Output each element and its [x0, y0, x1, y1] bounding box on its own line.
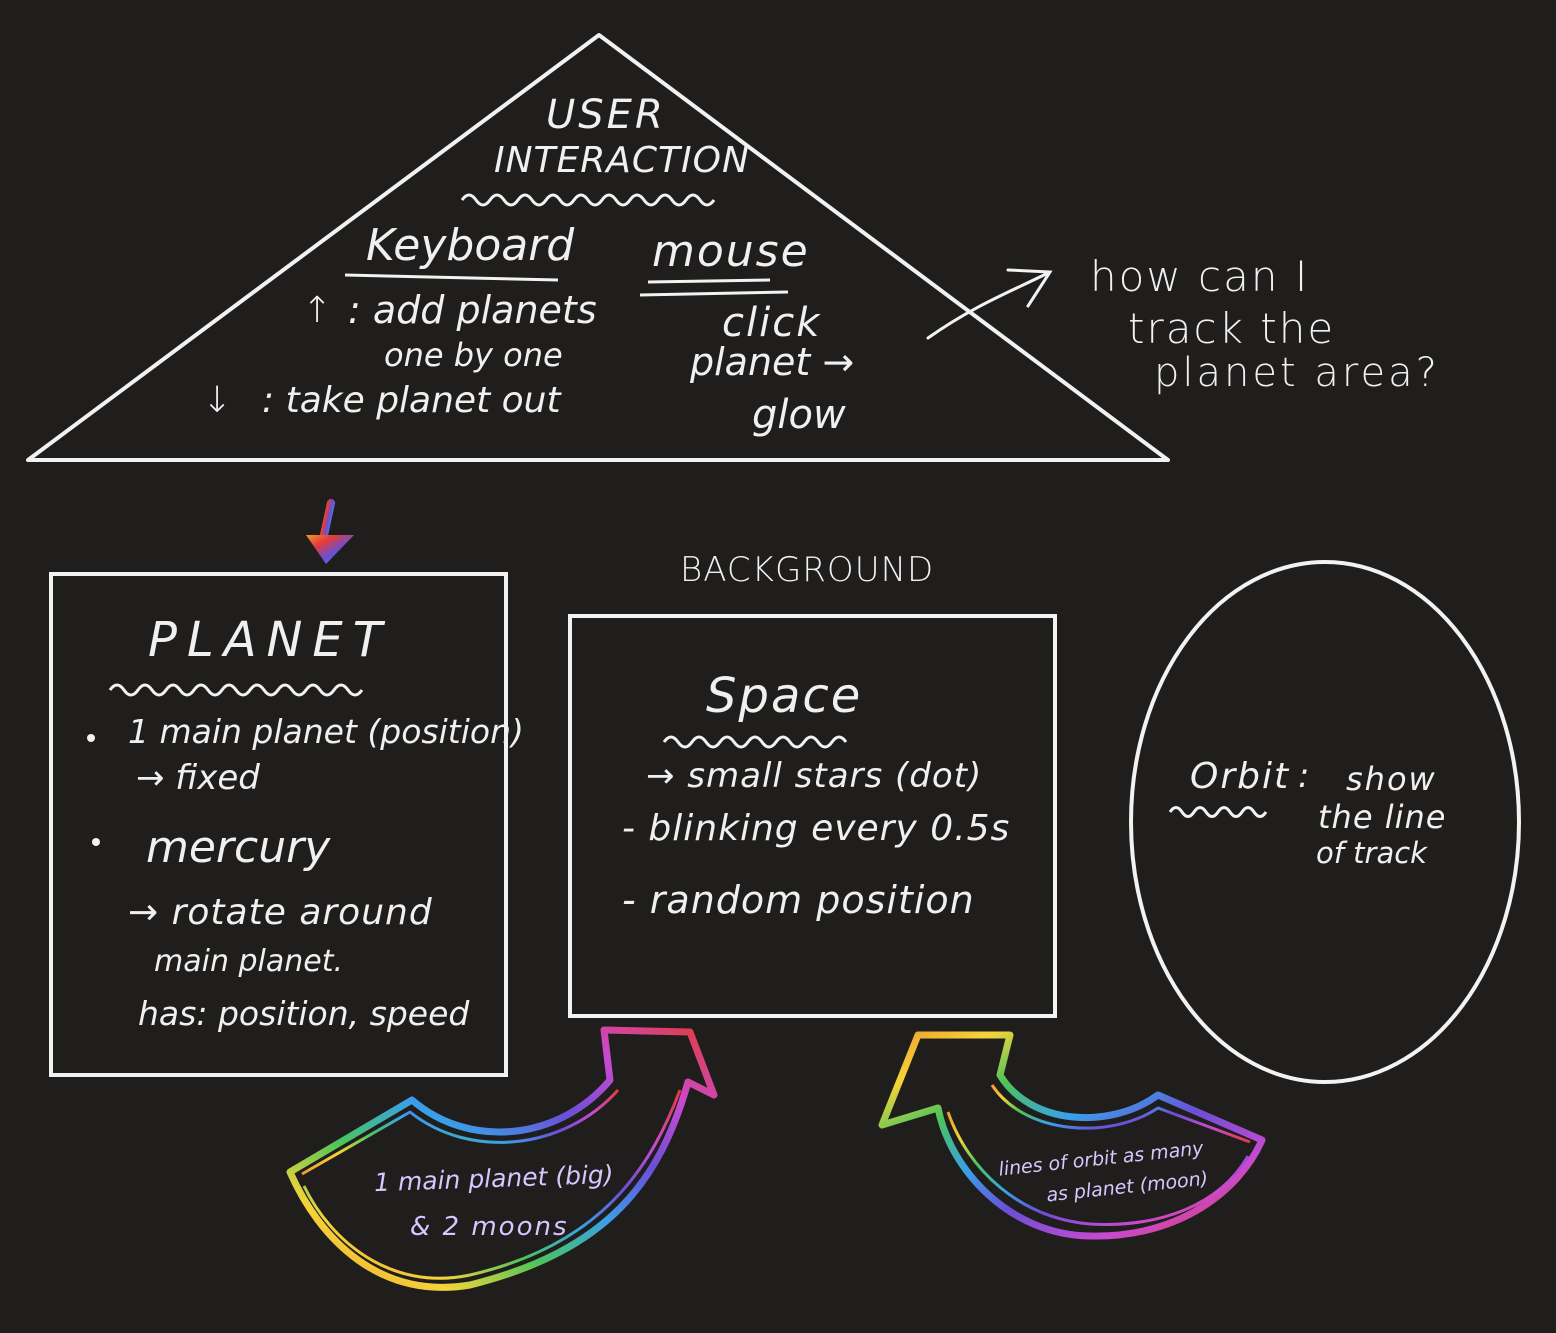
background-box [568, 614, 1057, 1018]
orbit-text-line3: of track [1316, 836, 1427, 870]
left-rainbow-arrow [286, 1026, 718, 1291]
mouse-line3: glow [752, 392, 846, 438]
keyboard-down-glyph: ↓ [202, 380, 233, 421]
space-squiggle [662, 735, 848, 749]
mouse-line2: planet → [690, 340, 855, 384]
right-rainbow-arrow [878, 1031, 1266, 1240]
planet-bullet1-sub: → fixed [136, 758, 260, 798]
mouse-underline-2 [639, 290, 789, 297]
mouse-heading: mouse [652, 226, 810, 277]
bullet-dot [92, 838, 100, 846]
planet-bullet2-sub3: has: position, speed [138, 994, 470, 1033]
mouse-underline-1 [647, 278, 771, 284]
orbit-colon: : [1298, 756, 1310, 796]
planet-bullet2: mercury [146, 822, 331, 873]
orbit-text-line1: show [1346, 760, 1437, 798]
mouse-line1: click [722, 300, 822, 346]
keyboard-up-glyph: ↑ [302, 290, 333, 331]
space-line3: - random position [622, 878, 975, 922]
user-interaction-triangle [26, 33, 1170, 462]
down-arrow-glitter [306, 499, 354, 564]
planet-squiggle [108, 683, 364, 697]
orbit-ellipse [1129, 560, 1521, 1084]
user-interaction-title-line1: USER [546, 92, 666, 138]
user-interaction-title-line2: INTERACTION [494, 140, 750, 181]
planet-title: PLANET [148, 612, 393, 668]
keyboard-up-text: : add planets [348, 288, 597, 332]
planet-bullet1: 1 main planet (position) [128, 712, 524, 751]
planet-bullet2-sub1: → rotate around [128, 892, 433, 933]
orbit-text-line2: the line [1318, 798, 1447, 836]
bullet-dot [87, 734, 95, 742]
planet-bullet2-sub2: main planet. [154, 944, 344, 979]
orbit-title: Orbit [1190, 756, 1291, 797]
left-arrow-note-line2: & 2 moons [410, 1212, 569, 1242]
space-title: Space [706, 668, 863, 724]
keyboard-heading: Keyboard [366, 220, 575, 271]
keyboard-up-text-2: one by one [384, 336, 563, 374]
keyboard-underline [344, 273, 559, 282]
background-label: BACKGROUND [680, 550, 935, 590]
question-line2: track the [1128, 304, 1336, 353]
title-squiggle [460, 193, 716, 207]
space-line2: - blinking every 0.5s [622, 808, 1011, 849]
space-line1: → small stars (dot) [646, 756, 983, 796]
question-arrow [926, 268, 1053, 340]
keyboard-down-text: : take planet out [262, 380, 561, 421]
planet-box [49, 572, 508, 1077]
question-line1: how can I [1090, 252, 1310, 301]
orbit-squiggle [1168, 806, 1268, 818]
question-line3: planet area? [1154, 350, 1440, 396]
